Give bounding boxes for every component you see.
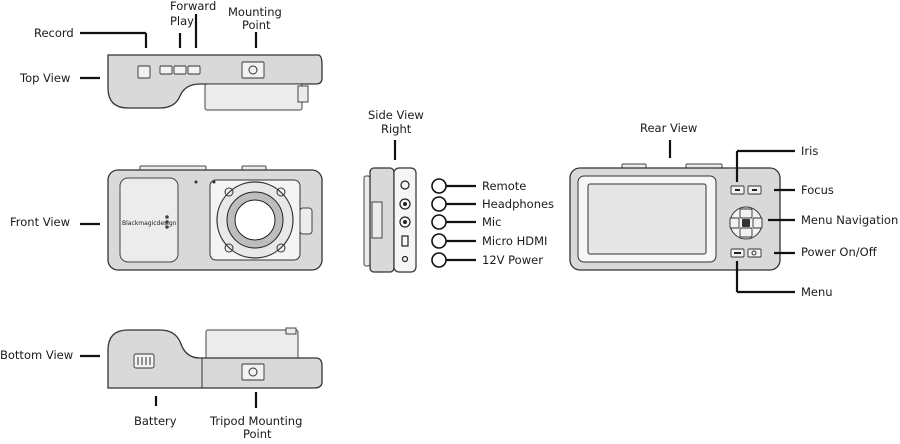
label-front-view: Front View: [10, 215, 70, 229]
label-menu-navigation: Menu Navigation: [801, 213, 898, 227]
label-top-view: Top View: [19, 71, 70, 85]
label-mic: Mic: [482, 215, 501, 229]
label-tripod: Tripod Mounting: [209, 414, 302, 428]
label-focus: Focus: [801, 183, 834, 197]
label-forward: Forward: [170, 0, 216, 13]
label-12v-power: 12V Power: [482, 253, 543, 267]
label-iris: Iris: [801, 144, 818, 158]
label-micro-hdmi: Micro HDMI: [482, 234, 547, 248]
side-view-camera: [363, 167, 417, 273]
brand-text: Blackmagicdesign: [122, 220, 177, 227]
label-power-onoff: Power On/Off: [801, 245, 878, 259]
label-headphones: Headphones: [482, 197, 554, 211]
label-bottom-view: Bottom View: [0, 348, 73, 362]
label-play: Play: [170, 14, 194, 28]
label-remote: Remote: [482, 179, 526, 193]
label-rear-view: Rear View: [640, 121, 697, 135]
label-battery: Battery: [134, 414, 177, 428]
label-menu: Menu: [801, 285, 833, 299]
label-mounting-point: Point: [242, 18, 271, 32]
label-tripod-point: Point: [243, 427, 272, 440]
front-view-camera: Blackmagicdesign: [107, 165, 323, 271]
label-record: Record: [34, 26, 74, 40]
label-side-view-right: Right: [381, 122, 412, 136]
port-callouts: [431, 178, 476, 268]
top-view-camera: [107, 54, 323, 111]
rear-view-camera: [569, 163, 781, 271]
label-side-view: Side View: [368, 108, 424, 122]
bottom-view-camera: [107, 327, 323, 389]
label-mounting: Mounting: [228, 5, 282, 19]
